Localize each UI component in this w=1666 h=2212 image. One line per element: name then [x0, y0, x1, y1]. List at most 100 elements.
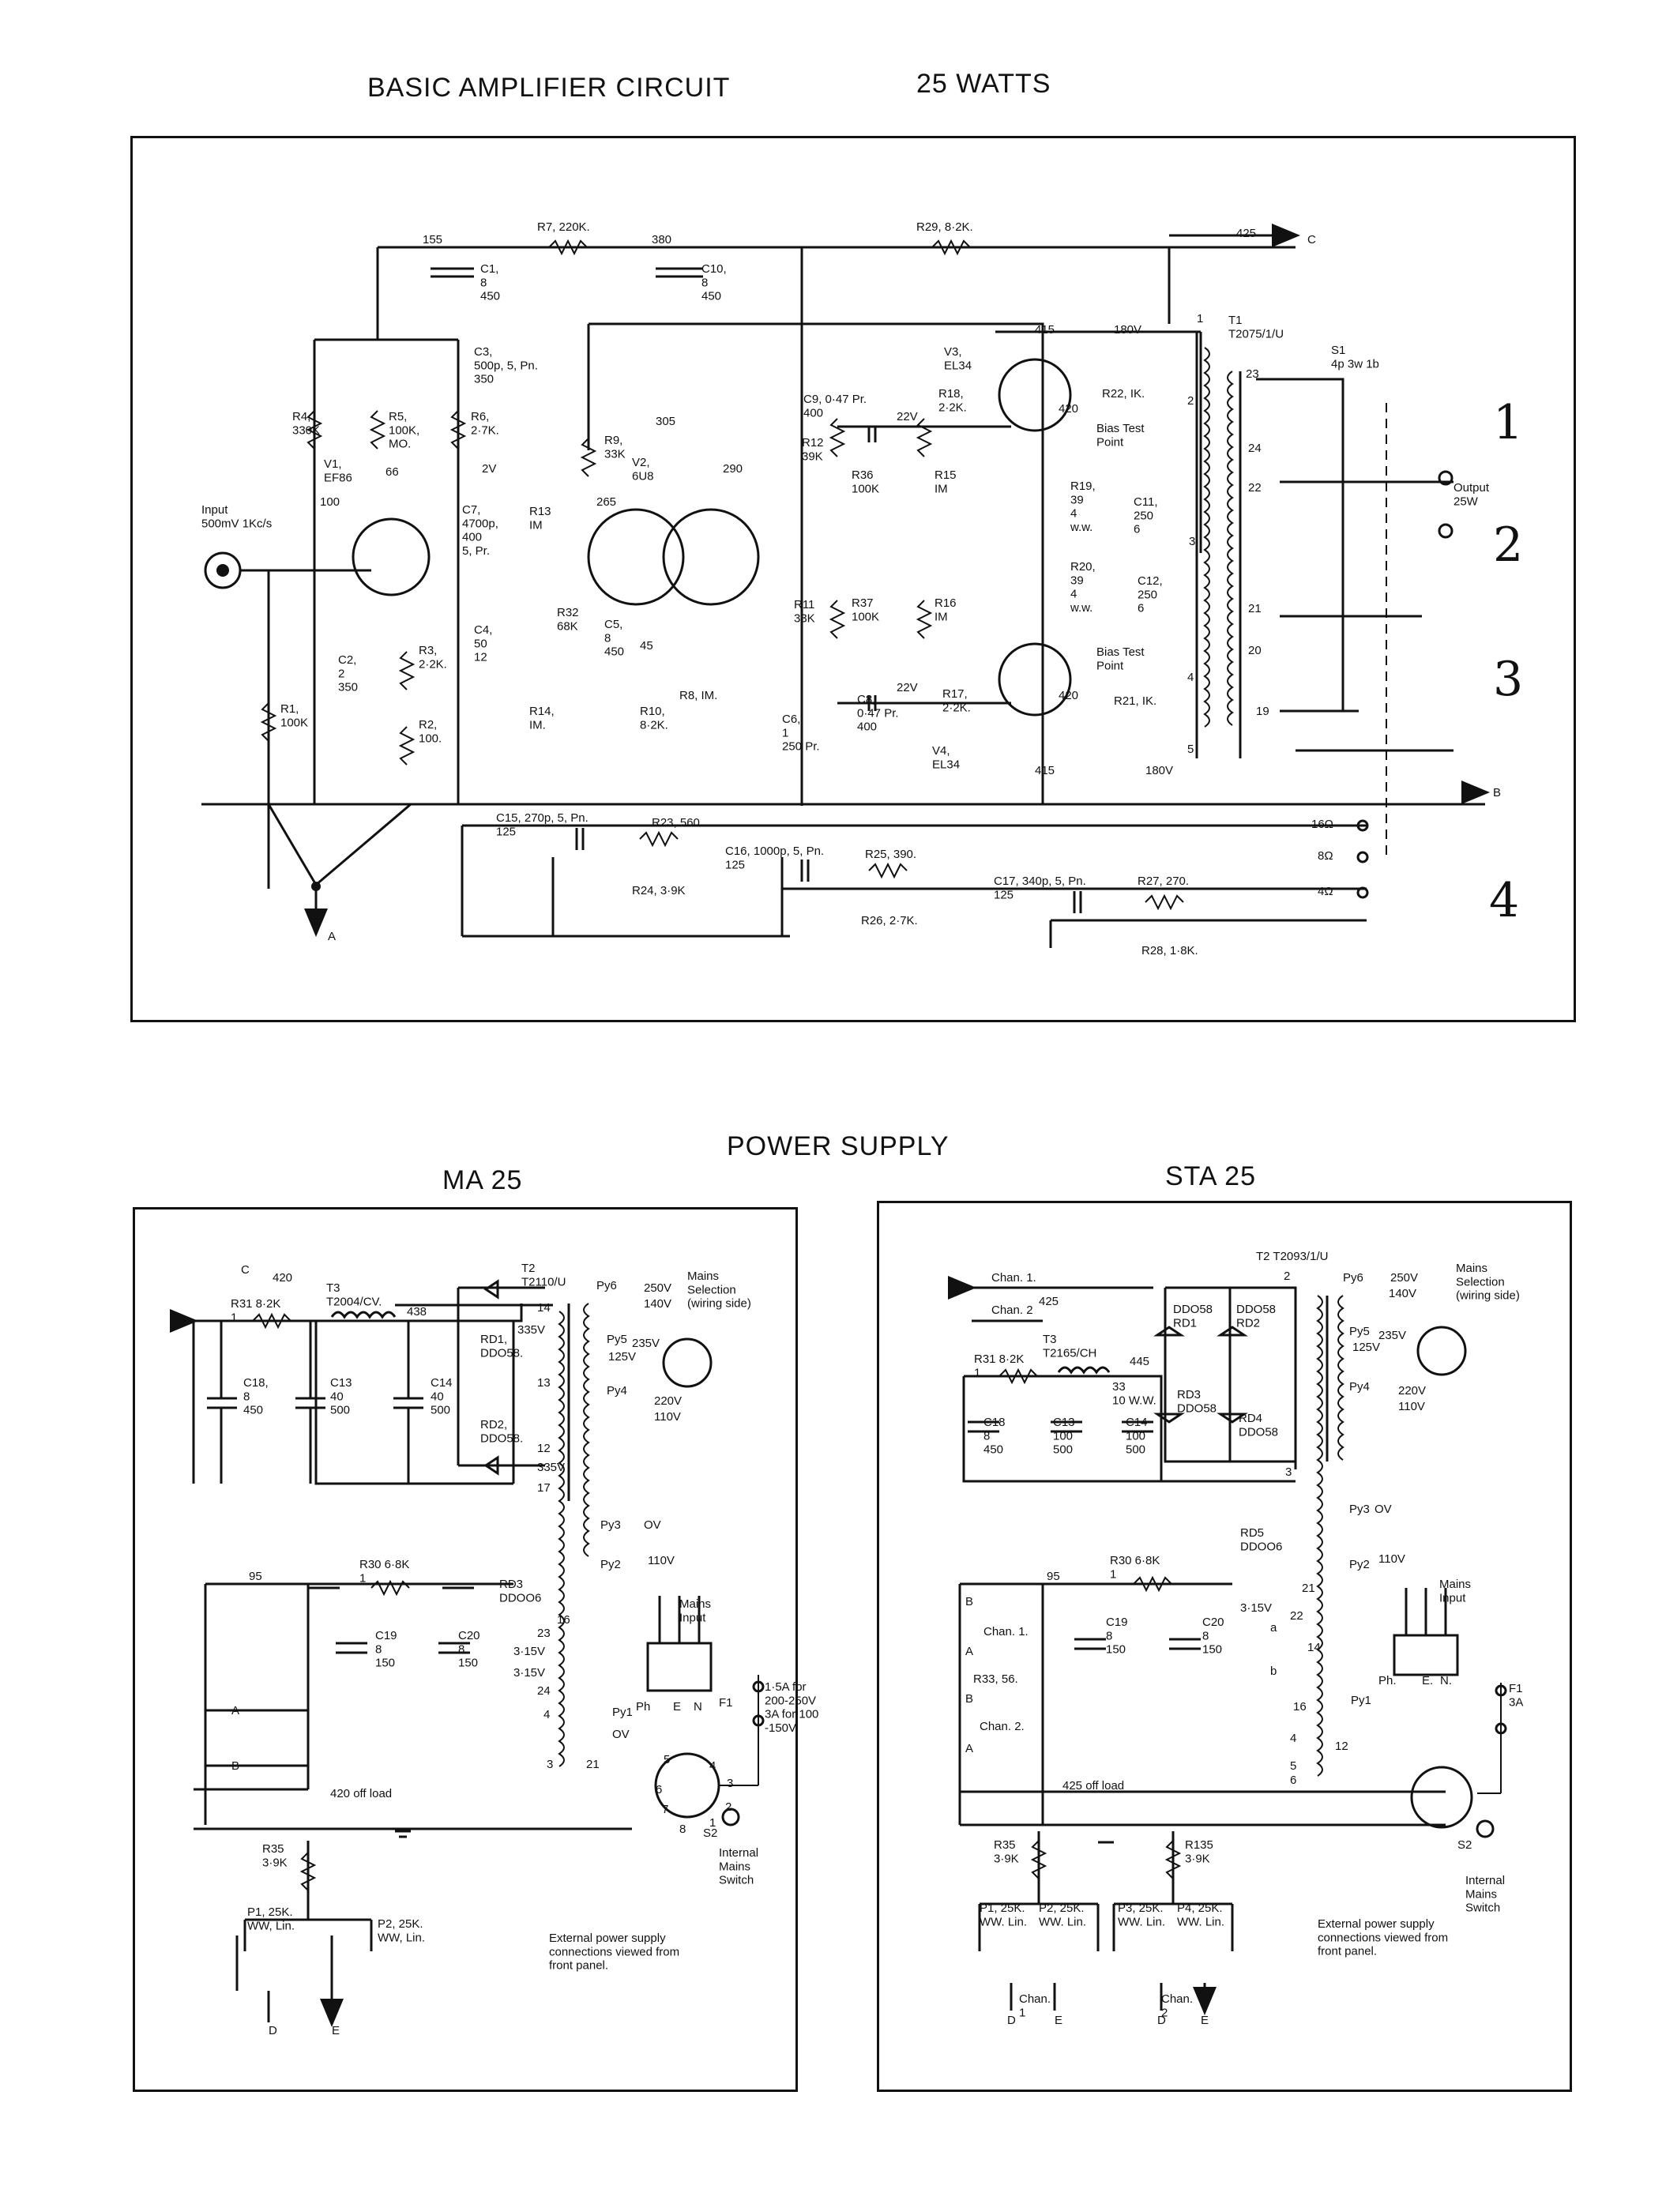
ma-d-out: D — [269, 2024, 277, 2037]
ma-t3-choke — [330, 1311, 397, 1319]
t1-pin-5: 5 — [1187, 743, 1194, 756]
sta-t2-label: T2 T2093/1/U — [1256, 1250, 1328, 1263]
ma-110v: 110V — [654, 1410, 681, 1424]
sta-425: 425 — [1039, 1295, 1059, 1308]
node-155: 155 — [423, 233, 442, 246]
sta-445: 445 — [1130, 1355, 1149, 1368]
ma-e-out: E — [332, 2024, 340, 2037]
c10-plates — [656, 267, 703, 278]
ma-s2-switch — [721, 1808, 740, 1826]
sta-py1: Py1 — [1351, 1694, 1371, 1707]
ma-438-label: 438 — [407, 1305, 427, 1319]
sta-py3: Py3 — [1349, 1503, 1370, 1516]
t1-pin-24: 24 — [1248, 442, 1262, 455]
node-420-bottom: 420 — [1059, 689, 1078, 702]
ma-py5: Py5 — [607, 1333, 627, 1346]
margin-number-1: 1 — [1493, 395, 1523, 450]
ma-335v-b: 335V — [537, 1461, 565, 1474]
r22-label: R22, IK. — [1102, 387, 1145, 401]
sta-mains-selector — [1416, 1326, 1467, 1376]
r3-label: R3,2·2K. — [419, 644, 447, 671]
node-22v-b: 22V — [897, 681, 918, 694]
ma-r31-zigzag — [252, 1312, 291, 1330]
r14-label: R14,IM. — [529, 705, 555, 732]
valve-v4 — [998, 642, 1072, 717]
ma-pin-16: 16 — [557, 1613, 570, 1627]
ma-f1: F1 — [719, 1696, 733, 1710]
t1-pin-4: 4 — [1187, 671, 1194, 684]
sta-pin-12: 12 — [1335, 1740, 1348, 1753]
sta-d2: D — [1157, 2014, 1166, 2027]
basic-amplifier-title: BASIC AMPLIFIER CIRCUIT — [367, 73, 731, 103]
r9-zigzag — [580, 438, 597, 477]
t1-pin-19: 19 — [1256, 705, 1269, 718]
ma-py2: Py2 — [600, 1558, 621, 1571]
v2-label: V2,6U8 — [632, 456, 654, 483]
node-2v: 2V — [482, 462, 496, 476]
sta-ph: Ph. — [1378, 1674, 1397, 1687]
r15-zigzag — [916, 418, 933, 457]
node-425: 425 — [1236, 227, 1256, 240]
sta-d1: D — [1007, 2014, 1016, 2027]
ma-sock-4: 4 — [709, 1759, 716, 1773]
sta-p2: P2, 25K.WW. Lin. — [1039, 1902, 1086, 1928]
sta-e: E. — [1422, 1674, 1433, 1687]
r12-zigzag — [829, 418, 846, 457]
ma-rd1-label: RD1,DDO58. — [480, 1333, 523, 1360]
sta-n: N. — [1440, 1674, 1452, 1687]
ma-pin-17: 17 — [537, 1481, 551, 1495]
node-420-top: 420 — [1059, 402, 1078, 416]
ma-95-label: 95 — [249, 1570, 262, 1583]
sta-e1: E — [1055, 2014, 1062, 2027]
ma-s2: S2 — [703, 1826, 717, 1840]
ma-a-label: A — [231, 1704, 239, 1717]
ma-125v: 125V — [608, 1350, 636, 1364]
ma-pin-3: 3 — [547, 1758, 553, 1771]
r7-zigzag — [548, 239, 588, 256]
ma-p1-label: P1, 25K.WW, Lin. — [247, 1905, 295, 1932]
ma-py1: Py1 — [612, 1706, 633, 1719]
sta-b1: B — [965, 1595, 973, 1608]
ma25-title: MA 25 — [442, 1165, 523, 1195]
node-180v-bottom: 180V — [1145, 764, 1173, 777]
ma-pin-21: 21 — [586, 1758, 600, 1771]
r17-label: R17,2·2K. — [942, 687, 971, 714]
r5-label: R5,100K,MO. — [389, 410, 419, 451]
output-terminal-a — [1438, 470, 1454, 486]
sta-r31-zigzag — [998, 1367, 1038, 1385]
sta-ov: OV — [1375, 1503, 1392, 1516]
t1-pin-22: 22 — [1248, 481, 1262, 495]
c15-label: C15, 270p, 5, Pn.125 — [496, 811, 589, 838]
ma-110v-b: 110V — [648, 1554, 675, 1567]
r18-label: R18,2·2K. — [938, 387, 967, 414]
ma-sock-8: 8 — [679, 1823, 686, 1836]
ma-pin-4: 4 — [543, 1708, 550, 1721]
r27-zigzag — [1145, 893, 1184, 911]
sta-pin-2: 2 — [1284, 1270, 1290, 1283]
c3-label: C3,500p, 5, Pn.350 — [474, 345, 538, 386]
ma-sock-7: 7 — [662, 1803, 668, 1816]
margin-number-3: 3 — [1493, 652, 1523, 707]
